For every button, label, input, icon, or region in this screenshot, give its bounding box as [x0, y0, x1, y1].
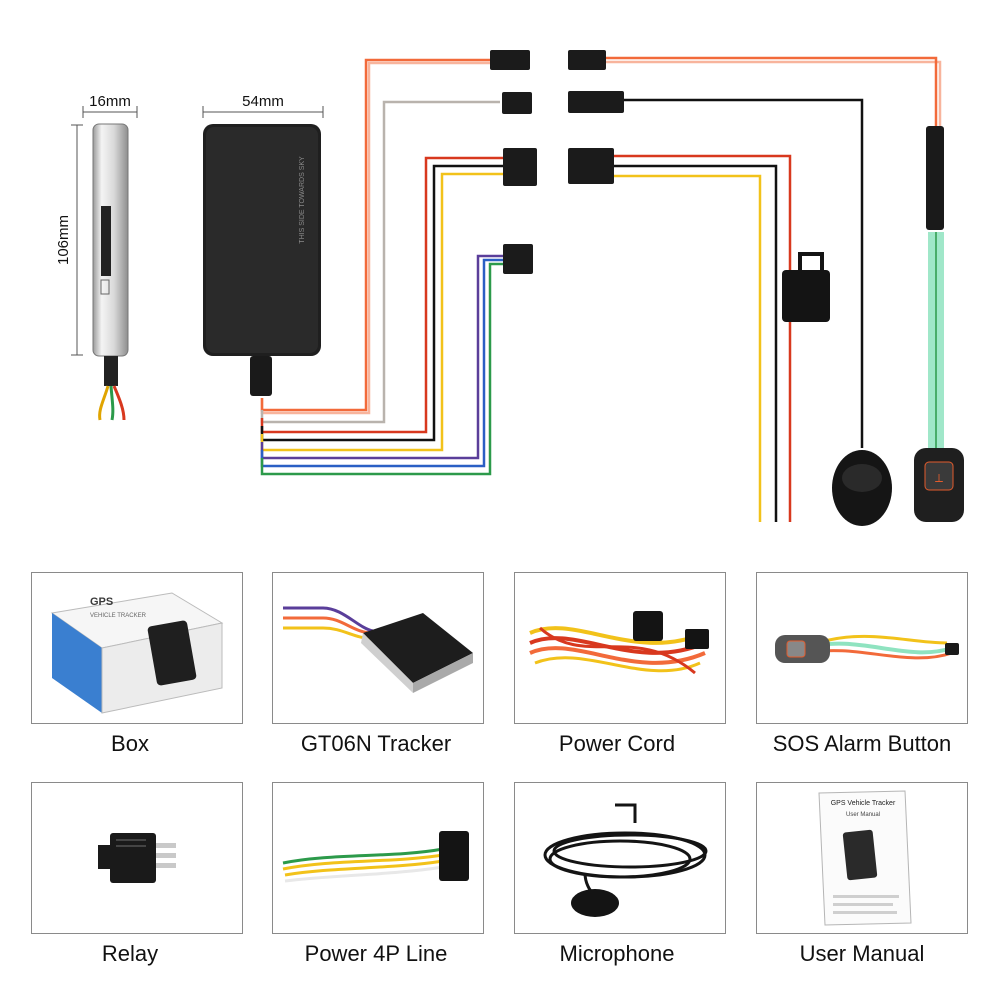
- microphone-assembly: [832, 450, 892, 526]
- right-connectors: [568, 50, 624, 184]
- power-cord-icon: [529, 611, 709, 675]
- item-caption-sos-button: SOS Alarm Button: [772, 731, 952, 756]
- width-dimension: 16mm: [82, 93, 138, 118]
- item-caption-relay: Relay: [101, 941, 159, 966]
- device-print: THIS SIDE TOWARDS SKY: [299, 156, 306, 244]
- height-dimension: 106mm: [55, 124, 83, 356]
- tracker-icon: [283, 606, 473, 693]
- item-caption-microphone: Microphone: [559, 941, 675, 966]
- box-icon: GPS VEHICLE TRACKER: [50, 592, 224, 714]
- item-box-relay: [31, 782, 243, 934]
- item-box-box: GPS VEHICLE TRACKER: [31, 572, 243, 724]
- width-dimension-label: 16mm: [89, 93, 131, 110]
- svg-text:VEHICLE TRACKER: VEHICLE TRACKER: [90, 613, 147, 619]
- item-caption-user-manual: User Manual: [799, 941, 925, 966]
- item-caption-box: Box: [111, 731, 149, 756]
- tracker-front-view: THIS SIDE TOWARDS SKY: [203, 124, 321, 396]
- item-caption-tracker: GT06N Tracker: [300, 731, 452, 756]
- item-box-microphone: [514, 782, 726, 934]
- item-caption-power-4p-line: Power 4P Line: [304, 941, 448, 966]
- item-box-user-manual: GPS Vehicle Tracker User Manual: [756, 782, 968, 934]
- length-dimension-label: 54mm: [242, 93, 284, 110]
- tracker-side-view: [92, 123, 129, 421]
- svg-text:User Manual: User Manual: [846, 812, 880, 818]
- item-box-power-4p-line: [272, 782, 484, 934]
- left-connectors: [490, 50, 537, 274]
- wiring-diagram: 16mm 106mm 54mm THIS: [55, 50, 964, 526]
- item-caption-power-cord: Power Cord: [558, 731, 676, 756]
- left-wire-bundle: [260, 58, 503, 476]
- svg-text:GPS: GPS: [90, 596, 113, 608]
- fuse-holder: [782, 252, 830, 322]
- height-dimension-label: 106mm: [55, 215, 72, 265]
- length-dimension: 54mm: [202, 93, 324, 118]
- right-wire-bundle: [606, 56, 942, 522]
- svg-text:⟂: ⟂: [935, 471, 943, 485]
- relay-icon: [98, 833, 176, 883]
- sos-button-icon: [775, 634, 959, 663]
- svg-text:GPS Vehicle Tracker: GPS Vehicle Tracker: [831, 800, 896, 807]
- sos-button-assembly: ⟂: [914, 126, 964, 522]
- user-manual-icon: GPS Vehicle Tracker User Manual: [818, 790, 912, 926]
- item-box-tracker: [272, 572, 484, 724]
- power-4p-line-icon: [282, 831, 469, 883]
- microphone-icon: [543, 803, 708, 917]
- item-box-power-cord: [514, 572, 726, 724]
- item-box-sos-button: [756, 572, 968, 724]
